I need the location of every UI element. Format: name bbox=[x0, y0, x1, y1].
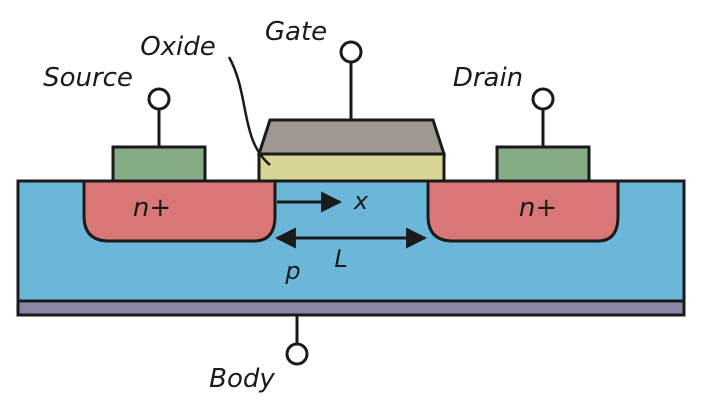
drain-contact bbox=[495, 145, 591, 183]
body-terminal bbox=[285, 315, 309, 366]
source-n-plus-region bbox=[82, 179, 277, 243]
body-label: Body bbox=[209, 364, 275, 394]
oxide-pointer-line bbox=[227, 56, 271, 166]
drain-label: Drain bbox=[453, 63, 523, 93]
gate-terminal bbox=[339, 40, 363, 120]
source-n-plus-label: n+ bbox=[133, 193, 171, 223]
body-plate bbox=[16, 299, 686, 317]
p-substrate-label: p bbox=[284, 257, 300, 285]
drain-n-plus-region bbox=[426, 179, 620, 243]
oxide-layer bbox=[257, 152, 446, 183]
drain-n-plus-label: n+ bbox=[519, 193, 557, 223]
oxide-label: Oxide bbox=[140, 32, 216, 62]
channel-length-label: L bbox=[334, 245, 347, 273]
gate-label: Gate bbox=[265, 17, 327, 47]
source-label: Source bbox=[43, 63, 133, 93]
source-contact bbox=[111, 145, 207, 183]
source-terminal bbox=[147, 87, 171, 147]
x-axis-label: x bbox=[353, 187, 369, 215]
gate-electrode bbox=[256, 118, 447, 156]
drain-terminal bbox=[531, 87, 555, 147]
